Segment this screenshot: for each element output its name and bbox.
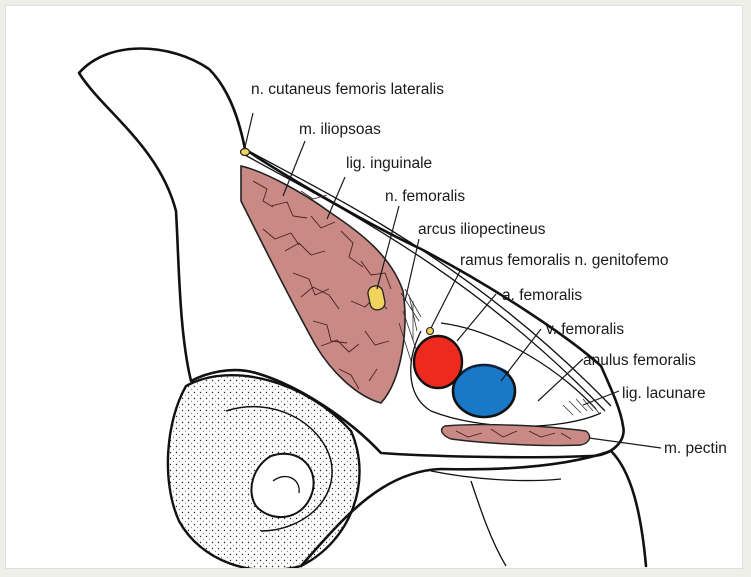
label-m-pectineus: m. pectin <box>664 440 727 457</box>
label-lig-lacunare: lig. lacunare <box>622 385 706 402</box>
label-n-cutaneus-femoris-lateralis: n. cutaneus femoris lateralis <box>251 81 444 98</box>
anatomy-diagram: n. cutaneus femoris lateralis m. iliopso… <box>6 6 742 568</box>
label-anulus-femoralis: anulus femoralis <box>583 352 696 369</box>
label-lig-inguinale: lig. inguinale <box>346 155 432 172</box>
acetabulum <box>168 375 360 568</box>
label-m-iliopsoas: m. iliopsoas <box>299 121 381 138</box>
label-arcus-iliopectineus: arcus iliopectineus <box>418 221 546 238</box>
label-v-femoralis: v. femoralis <box>546 321 624 338</box>
iliopsoas-muscle <box>241 166 405 403</box>
ramus-femoralis-dot <box>427 328 434 335</box>
label-a-femoralis: a. femoralis <box>502 287 582 304</box>
n-cutaneus-femoris-lateralis-dot <box>241 149 250 156</box>
label-ramus-femoralis: ramus femoralis n. genitofemo <box>460 252 668 269</box>
figure-frame: n. cutaneus femoris lateralis m. iliopso… <box>5 5 743 569</box>
label-n-femoralis: n. femoralis <box>385 188 465 205</box>
ramus-lower-edge <box>431 471 561 481</box>
obturator-edge <box>471 481 506 566</box>
